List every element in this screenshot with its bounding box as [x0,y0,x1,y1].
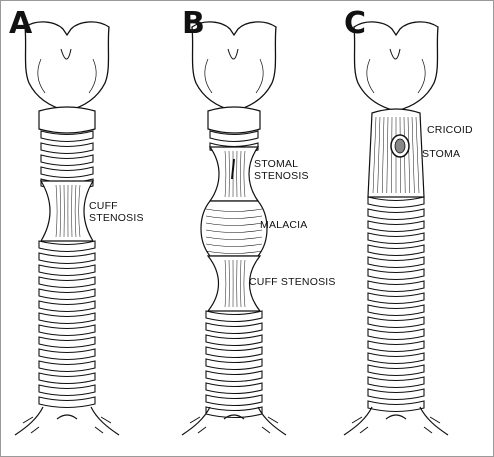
cricoid-cartilage [208,107,260,133]
tracheal-ring [41,167,93,178]
tracheal-ring [368,233,424,244]
tracheal-ring [39,349,95,360]
label-cuff: CUFF [89,200,118,212]
tracheal-ring [39,361,95,372]
tracheal-ring [41,155,93,166]
tracheal-ring [368,281,424,292]
tracheal-ring [39,385,95,396]
tracheal-ring [368,269,424,280]
trachea-c-illustration [344,22,448,435]
tracheal-ring [39,373,95,384]
bronchial-ring [352,417,440,433]
tracheal-ring [206,335,262,346]
label-cricoid: CRICOID [427,124,473,136]
stoma-lumen [395,139,405,153]
stenotic-segment [41,181,93,241]
tracheal-ring [39,241,95,252]
tracheal-ring [368,377,424,388]
tracheal-ring [368,293,424,304]
tracheal-ring [206,371,262,382]
tracheal-ring [206,311,262,322]
cricoid-cartilage [39,107,95,133]
panel-c-letter: C [344,9,366,39]
thyroid-cartilage [25,22,109,111]
thyroid-cartilage [354,22,438,111]
label-cuff-stenosis: CUFF STENOSIS [249,276,336,288]
trachea-a-illustration [15,22,119,435]
tracheal-ring [368,197,424,208]
tracheal-ring [39,265,95,276]
tracheal-ring [368,305,424,316]
tracheal-ring [206,383,262,394]
stenotic-segment [210,147,258,201]
tracheal-ring [368,257,424,268]
label-stoma: STOMA [422,148,460,160]
tracheal-ring [39,253,95,264]
tracheal-ring [368,209,424,220]
label-stomal: STOMAL [254,158,298,170]
tracheal-ring [206,323,262,334]
tracheal-ring [39,301,95,312]
label-stenosis-a: STENOSIS [89,212,144,224]
tracheal-ring [368,389,424,400]
tracheal-ring [368,317,424,328]
tracheal-ring [368,221,424,232]
tracheal-ring [206,407,262,418]
tracheal-ring [206,347,262,358]
tracheal-ring [206,395,262,406]
carina-bronchi [15,407,119,435]
panel-a-letter: A [9,9,32,39]
bronchial-ring [190,417,278,433]
label-stenosis-b: STENOSIS [254,170,309,182]
malacia-segment [201,201,267,256]
label-malacia: MALACIA [260,219,308,231]
tracheal-ring [368,329,424,340]
tracheal-ring [368,353,424,364]
tracheal-ring [39,277,95,288]
tracheal-ring [368,245,424,256]
tracheal-ring [39,325,95,336]
panel-b-letter: B [182,9,205,39]
tracheal-ring [39,289,95,300]
tracheal-ring [39,313,95,324]
tracheal-ring [368,341,424,352]
tracheal-ring [206,359,262,370]
bronchial-ring [23,417,111,433]
tracheal-ring [39,337,95,348]
tracheal-ring [39,397,95,408]
tracheal-ring [41,143,93,154]
tracheal-ring [368,365,424,376]
tracheal-ring [368,401,424,412]
